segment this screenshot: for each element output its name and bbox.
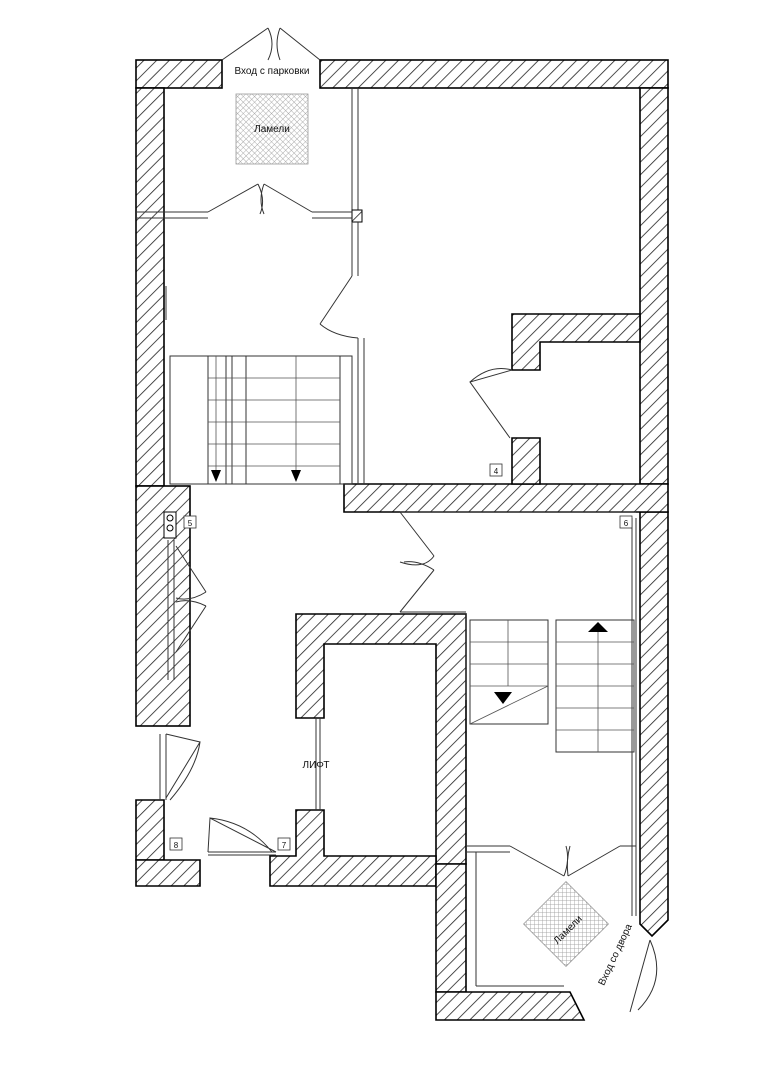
label-lamels-top: Ламели: [254, 124, 290, 135]
wall-left-middle: [135, 485, 191, 727]
walls: [135, 59, 669, 1021]
wall-lift-bottom: [269, 809, 437, 887]
lamels-mat-bottom: [523, 881, 609, 967]
room-tags: 4 5 6 7 8: [169, 463, 633, 851]
wall-top-right: [319, 59, 669, 89]
room-tag-4: 4: [494, 467, 499, 476]
label-lift: ЛИФТ: [303, 760, 330, 771]
label-entrance-parking: Вход с парковки: [234, 66, 309, 77]
door-left-1: [175, 545, 207, 600]
doors: [165, 27, 658, 1013]
stair-lower: [469, 619, 635, 753]
wall-middle-horizontal: [343, 483, 669, 513]
wall-stair-left: [435, 863, 467, 993]
room-tag-6: 6: [624, 519, 629, 528]
door-parking-left: [221, 27, 273, 61]
door-yard-right: [566, 845, 621, 877]
door-lower-hall-bottom: [399, 561, 435, 613]
stair-upper: [169, 355, 353, 485]
door-left-2: [175, 600, 207, 653]
door-left-lower: [165, 733, 201, 801]
room-tag-5: 5: [188, 519, 193, 528]
wall-right-lower: [639, 511, 669, 938]
wall-right-upper: [639, 87, 669, 485]
door-lower-hall-top: [399, 511, 435, 566]
door-yard: [629, 939, 658, 1013]
door-hall: [319, 275, 359, 339]
door-room4: [469, 368, 513, 439]
label-entrance-yard: Вход со двора: [597, 922, 635, 987]
wall-top-left: [135, 59, 223, 89]
door-parking-right: [276, 27, 321, 61]
panel-device: [163, 511, 177, 539]
stair-arrow-up-lower: [588, 622, 608, 632]
door-bottom: [207, 817, 277, 853]
wall-bottom-right: [435, 991, 586, 1021]
lamels-mat-top: [235, 93, 309, 165]
room-tag-7: 7: [282, 841, 287, 850]
door-vestibule-left: [207, 183, 264, 215]
wall-room4-upper: [511, 313, 641, 371]
room-tag-8: 8: [174, 841, 179, 850]
wall-left-lower: [135, 799, 165, 861]
door-vestibule-right: [260, 183, 313, 215]
wall-left-upper: [135, 87, 165, 487]
door-yard-left: [509, 845, 569, 877]
internal-lines: [136, 88, 637, 987]
wall-room4-lower: [511, 437, 541, 485]
stair-arrow-down-right: [291, 470, 301, 482]
stair-arrow-down-left: [211, 470, 221, 482]
wall-bottom-left: [135, 859, 201, 887]
stair-arrow-down-lower: [494, 692, 512, 704]
